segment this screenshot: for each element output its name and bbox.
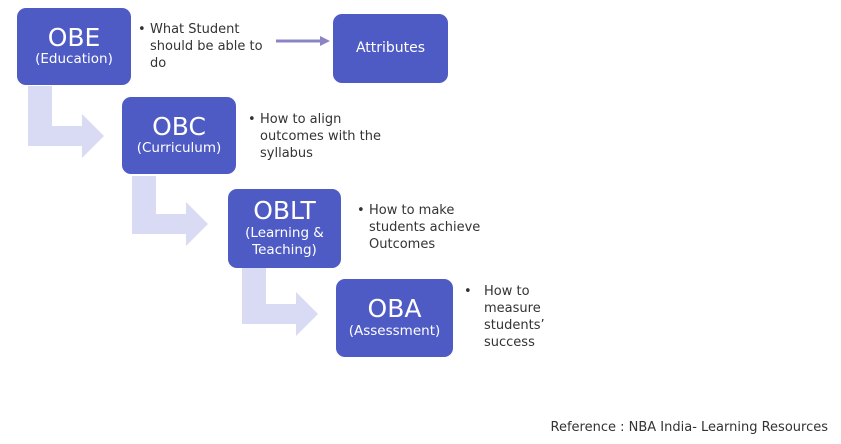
oblt-abbr: OBLT [253, 196, 316, 226]
oblt-note: • How to make students achieve Outcomes [357, 203, 481, 252]
oblt-name-2: Teaching) [252, 242, 317, 259]
obe-abbr: OBE [47, 22, 101, 52]
bend-arrow-oblt-oba [242, 268, 318, 336]
obc-abbr: OBC [152, 111, 206, 141]
reference-text: Reference : NBA India- Learning Resource… [550, 420, 828, 435]
obc-box: OBC (Curriculum) [122, 97, 236, 174]
obe-name: (Education) [35, 51, 113, 68]
obe-box: OBE (Education) [17, 8, 131, 85]
attributes-box: Attributes [333, 14, 448, 83]
obc-note: • How to align outcomes with the syllabu… [248, 112, 382, 161]
obc-name: (Curriculum) [136, 140, 222, 157]
oba-abbr: OBA [367, 294, 422, 324]
attributes-label: Attributes [355, 40, 426, 57]
bend-arrow-obc-oblt [132, 176, 208, 246]
attributes-arrow [276, 36, 330, 46]
oblt-box: OBLT (Learning & Teaching) [228, 189, 341, 268]
oba-note: • How to measure students’ success [464, 284, 545, 350]
obe-note: • What Student should be able to do [138, 22, 263, 71]
oblt-name: (Learning & [245, 224, 324, 241]
oba-box: OBA (Assessment) [336, 279, 453, 357]
bend-arrow-obe-obc [28, 86, 104, 158]
oba-name: (Assessment) [348, 322, 441, 339]
